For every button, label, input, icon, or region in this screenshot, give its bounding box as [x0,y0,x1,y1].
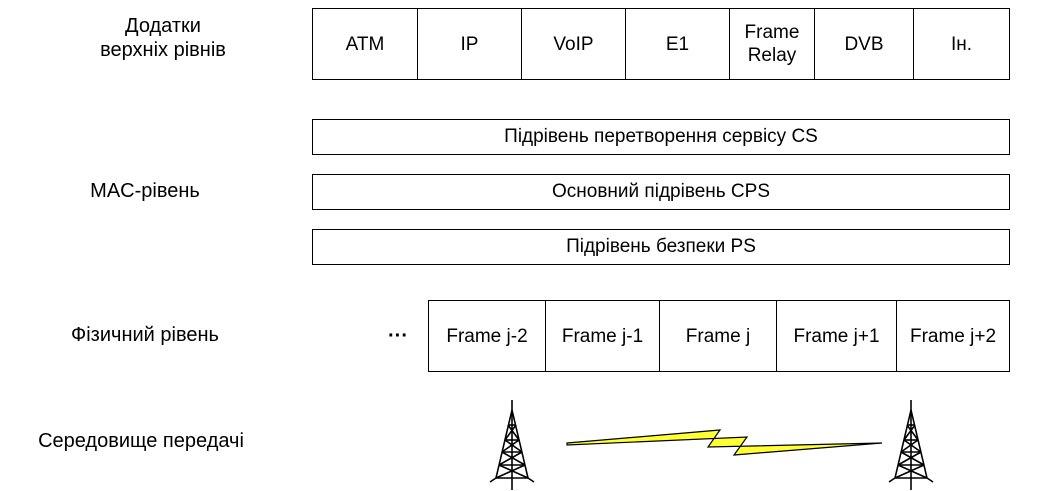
radio-tower-icon [888,400,934,490]
app-atm: ATM [313,9,418,79]
mac-sublayer-ps: Підрівень безпеки PS [312,229,1010,265]
frame-j-plus-1: Frame j+1 [777,301,897,371]
frames-cells: Frame j-2 Frame j-1 Frame j Frame j+1 Fr… [429,301,1009,371]
app-voip: VoIP [522,9,626,79]
app-dvb: DVB [815,9,914,79]
mac-sublayer-cps: Основний підрівень CPS [312,174,1010,210]
app-ip: IP [418,9,522,79]
app-frame-relay: Frame Relay [730,9,815,79]
apps-cells: ATM IP VoIP E1 Frame Relay DVB Ін. [313,9,1009,79]
upper-layer-label: Додатки верхніх рівнів [68,14,258,62]
frame-j-plus-2: Frame j+2 [909,325,997,347]
app-e1: E1 [626,9,730,79]
frames-row: Frame j-2 Frame j-1 Frame j Frame j+1 Fr… [428,300,1010,372]
mac-layer-label: MAC-рівень [90,180,200,202]
frames-ellipsis: ··· [388,325,408,347]
frame-j: Frame j [660,301,777,371]
radio-tower-icon [489,400,535,490]
frame-j-minus-1: Frame j-1 [546,301,660,371]
upper-layer-label-line2: верхніх рівнів [100,39,226,61]
app-other: Ін. [950,33,973,55]
frame-j-minus-2: Frame j-2 [429,301,546,371]
apps-row: ATM IP VoIP E1 Frame Relay DVB Ін. [312,8,1010,80]
physical-layer-label: Фізичний рівень [71,324,219,346]
mac-sublayer-cs: Підрівень перетворення сервісу CS [312,119,1010,155]
upper-layer-label-line1: Додатки [125,15,201,37]
lightning-icon [566,429,883,456]
medium-layer-label: Середовище передачі [38,430,244,452]
